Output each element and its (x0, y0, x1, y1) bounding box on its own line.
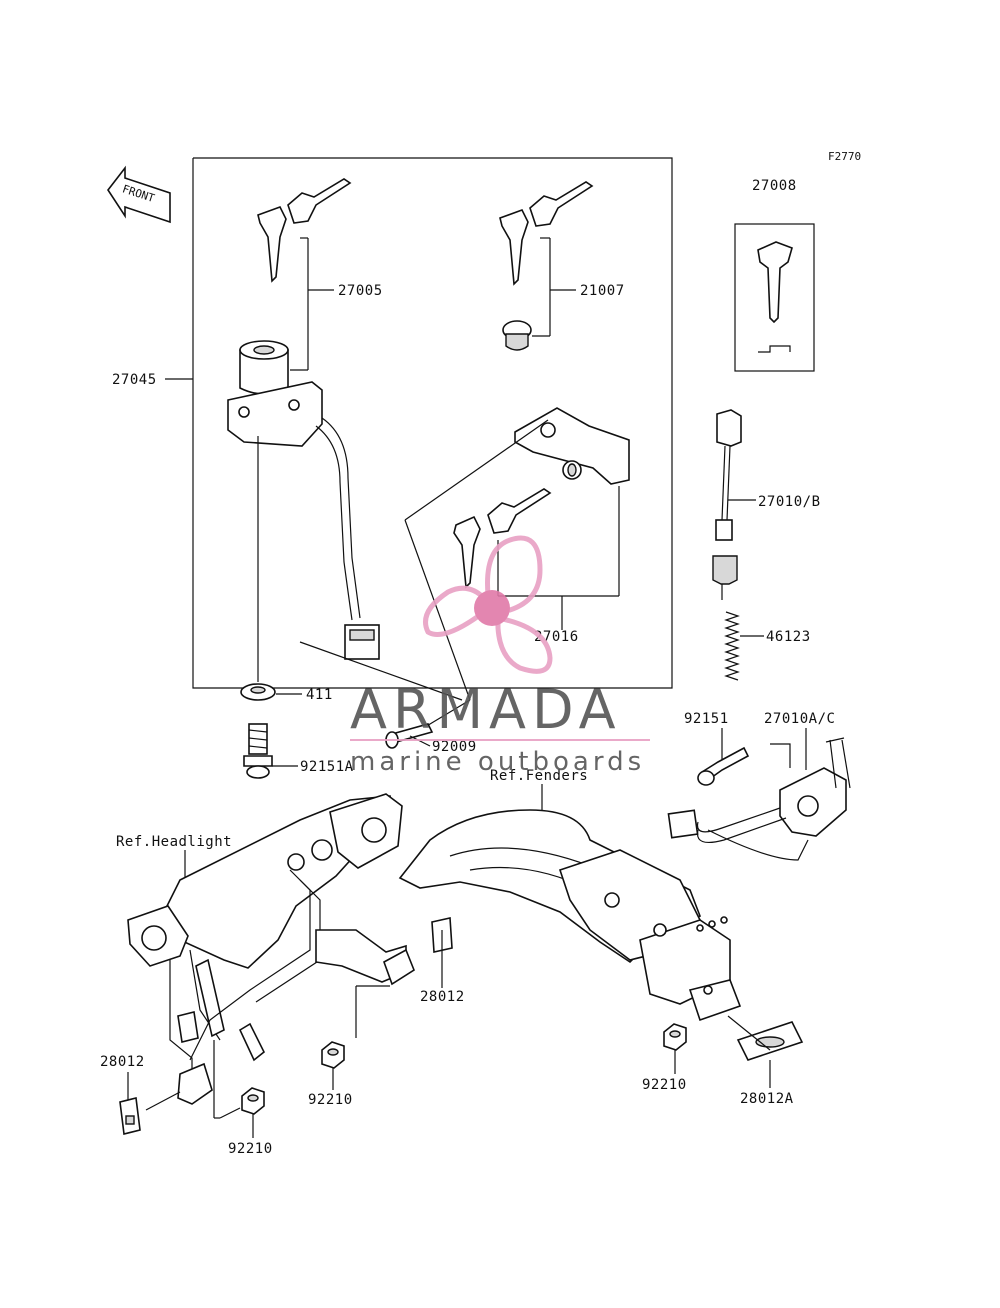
nut-92210-lower (219, 1087, 265, 1138)
label-27010B: 27010/B (758, 494, 821, 510)
label-411: 411 (306, 687, 333, 703)
label-92151A: 92151A (300, 759, 354, 775)
label-46123: 46123 (766, 629, 811, 645)
figure-code: F2770 (828, 150, 861, 163)
ref-fenders: Ref.Fenders (490, 768, 588, 784)
watermark-tagline: marine outboards (350, 747, 645, 777)
plate-28012A (727, 1015, 804, 1088)
nut-92210-right (663, 1023, 687, 1074)
key-pair-21007 (499, 181, 594, 351)
clip-28012-left (119, 1097, 141, 1135)
label-92009: 92009 (432, 739, 477, 755)
switch-27010B (712, 409, 756, 600)
label-27045: 27045 (112, 372, 157, 388)
label-27008: 27008 (752, 178, 797, 194)
spring-46123 (724, 611, 764, 681)
label-28012-upper: 28012 (420, 989, 465, 1005)
label-92151: 92151 (684, 711, 729, 727)
label-28012-left: 28012 (100, 1054, 145, 1070)
ignition-switch (227, 340, 380, 660)
label-28012A: 28012A (740, 1091, 794, 1107)
key-card-27008 (734, 223, 815, 372)
key-pair-27005 (257, 178, 352, 371)
switch-27010AC (667, 737, 851, 861)
headlight-bracket (127, 793, 415, 1105)
label-27010AC: 27010A/C (764, 711, 835, 727)
nut-92210-middle (321, 1041, 345, 1090)
clip-28012-upper (431, 917, 453, 988)
label-92210-right: 92210 (642, 1077, 687, 1093)
ignition-kit-box (192, 157, 673, 689)
ref-headlight: Ref.Headlight (116, 834, 232, 850)
propeller-logo-icon (423, 535, 553, 674)
front-arrow-icon: FRONT (107, 165, 171, 224)
label-92210-lower: 92210 (228, 1141, 273, 1157)
armada-watermark: ARMADA marine outboards (350, 535, 650, 777)
screw-92009 (385, 723, 434, 749)
watermark-brand: ARMADA (350, 678, 622, 741)
label-21007: 21007 (580, 283, 625, 299)
bolt-92151A (243, 723, 298, 779)
rear-fender (398, 809, 742, 1022)
label-27005: 27005 (338, 283, 383, 299)
washer-411 (240, 683, 302, 701)
label-92210-middle: 92210 (308, 1092, 353, 1108)
bolt-92151 (697, 746, 750, 786)
